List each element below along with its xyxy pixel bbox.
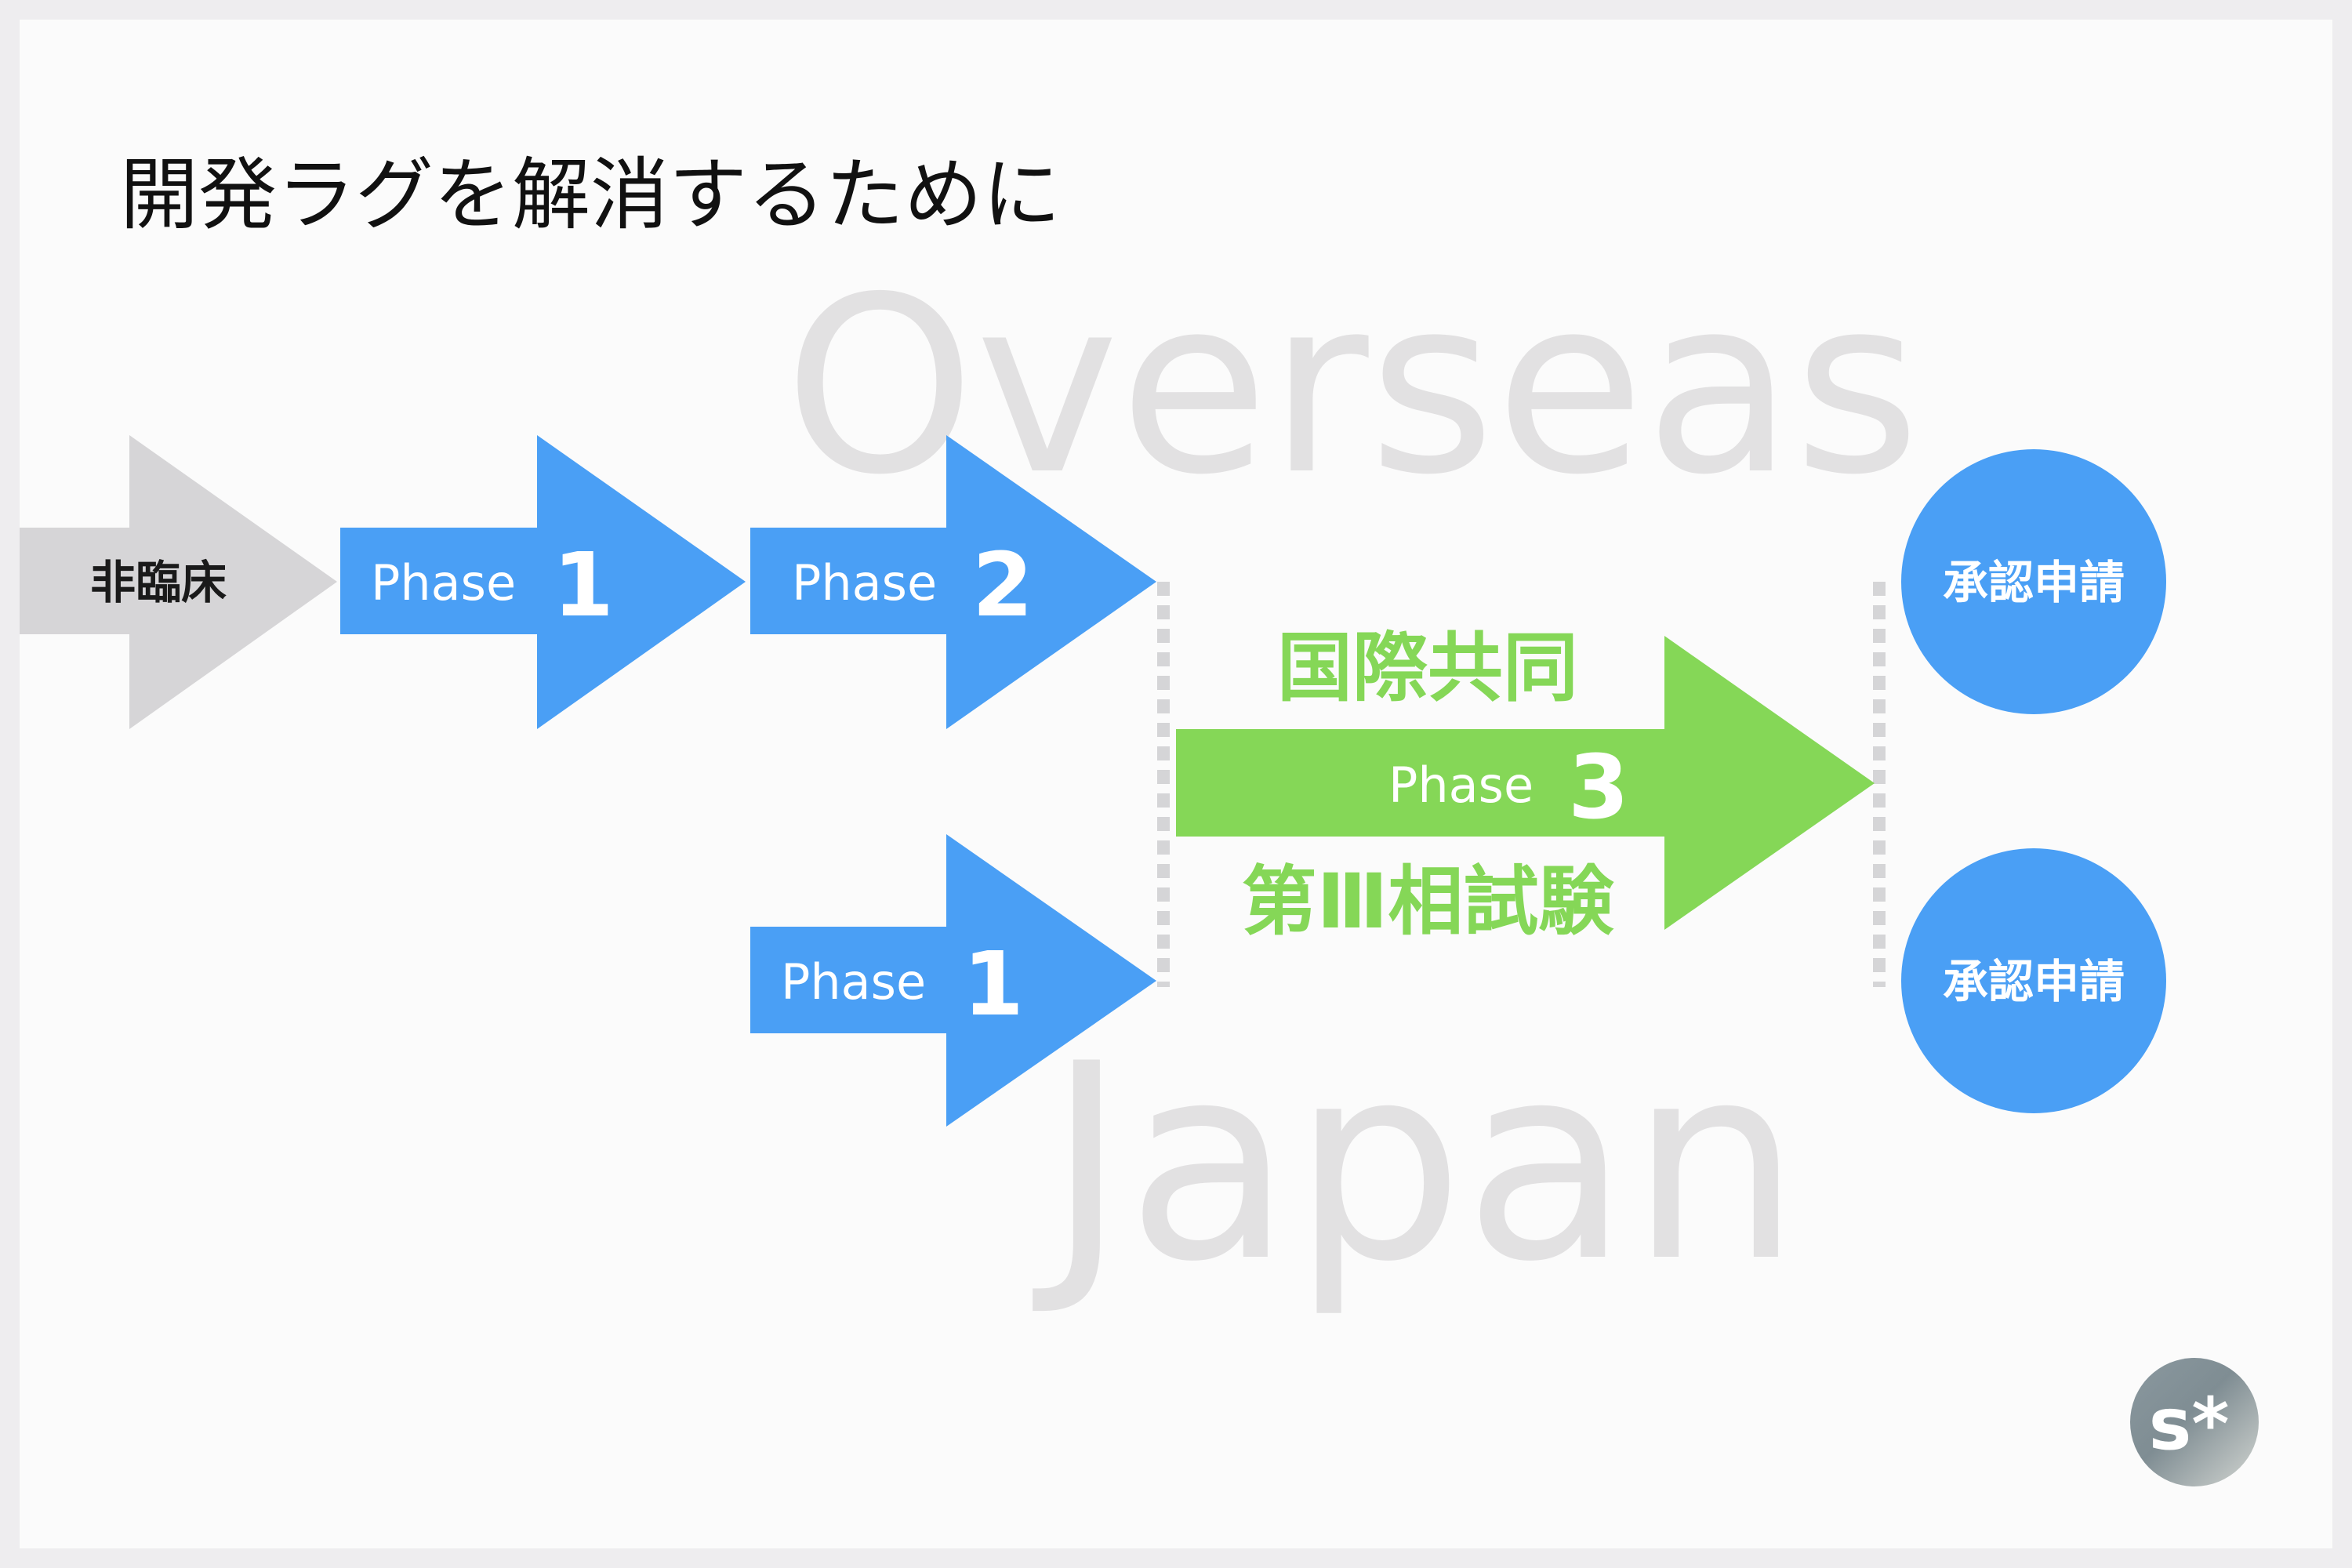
watermark-japan: Japan [1029, 1007, 1801, 1321]
slide-title: 開発ラグを解消するために [120, 149, 1061, 241]
approval-label: 承認申請 [1943, 955, 2125, 1008]
approval-japan: 承認申請 [1901, 848, 2166, 1113]
phase-label: Phase [781, 953, 926, 1011]
phase1-overseas-arrow: Phase 1 [340, 435, 746, 729]
approval-circle [1901, 848, 2166, 1113]
arrow-shape [20, 435, 337, 729]
approval-overseas: 承認申請 [1901, 449, 2166, 714]
phase-label: Phase [1388, 757, 1534, 814]
preclinical-label: 非臨床 [90, 556, 227, 609]
arrow-shape [1176, 636, 1875, 930]
caption-global-joint: 国際共同 [1277, 624, 1578, 712]
approval-circle [1901, 449, 2166, 714]
phase-number: 2 [972, 535, 1033, 637]
arrow-shape [750, 834, 1156, 1127]
phase1-japan-arrow: Phase 1 [750, 834, 1156, 1127]
logo-text: s* [2149, 1382, 2230, 1466]
phase-label: Phase [371, 554, 516, 612]
phase2-overseas-arrow: Phase 2 [750, 435, 1156, 729]
arrow-shape [750, 435, 1156, 729]
preclinical-arrow: 非臨床 [20, 435, 337, 729]
logo-circle [2130, 1358, 2259, 1486]
approval-label: 承認申請 [1943, 556, 2125, 609]
phase-number: 1 [553, 535, 614, 637]
phase-number: 1 [963, 934, 1024, 1036]
phase-label: Phase [792, 554, 937, 612]
phase-number: 3 [1568, 737, 1629, 839]
arrow-shape [340, 435, 746, 729]
logo: s* [2130, 1358, 2259, 1486]
caption-phase3-trial: 第Ⅲ相試験 [1242, 858, 1615, 946]
phase3-global-arrow: Phase 3 国際共同 第Ⅲ相試験 [1176, 624, 1875, 946]
